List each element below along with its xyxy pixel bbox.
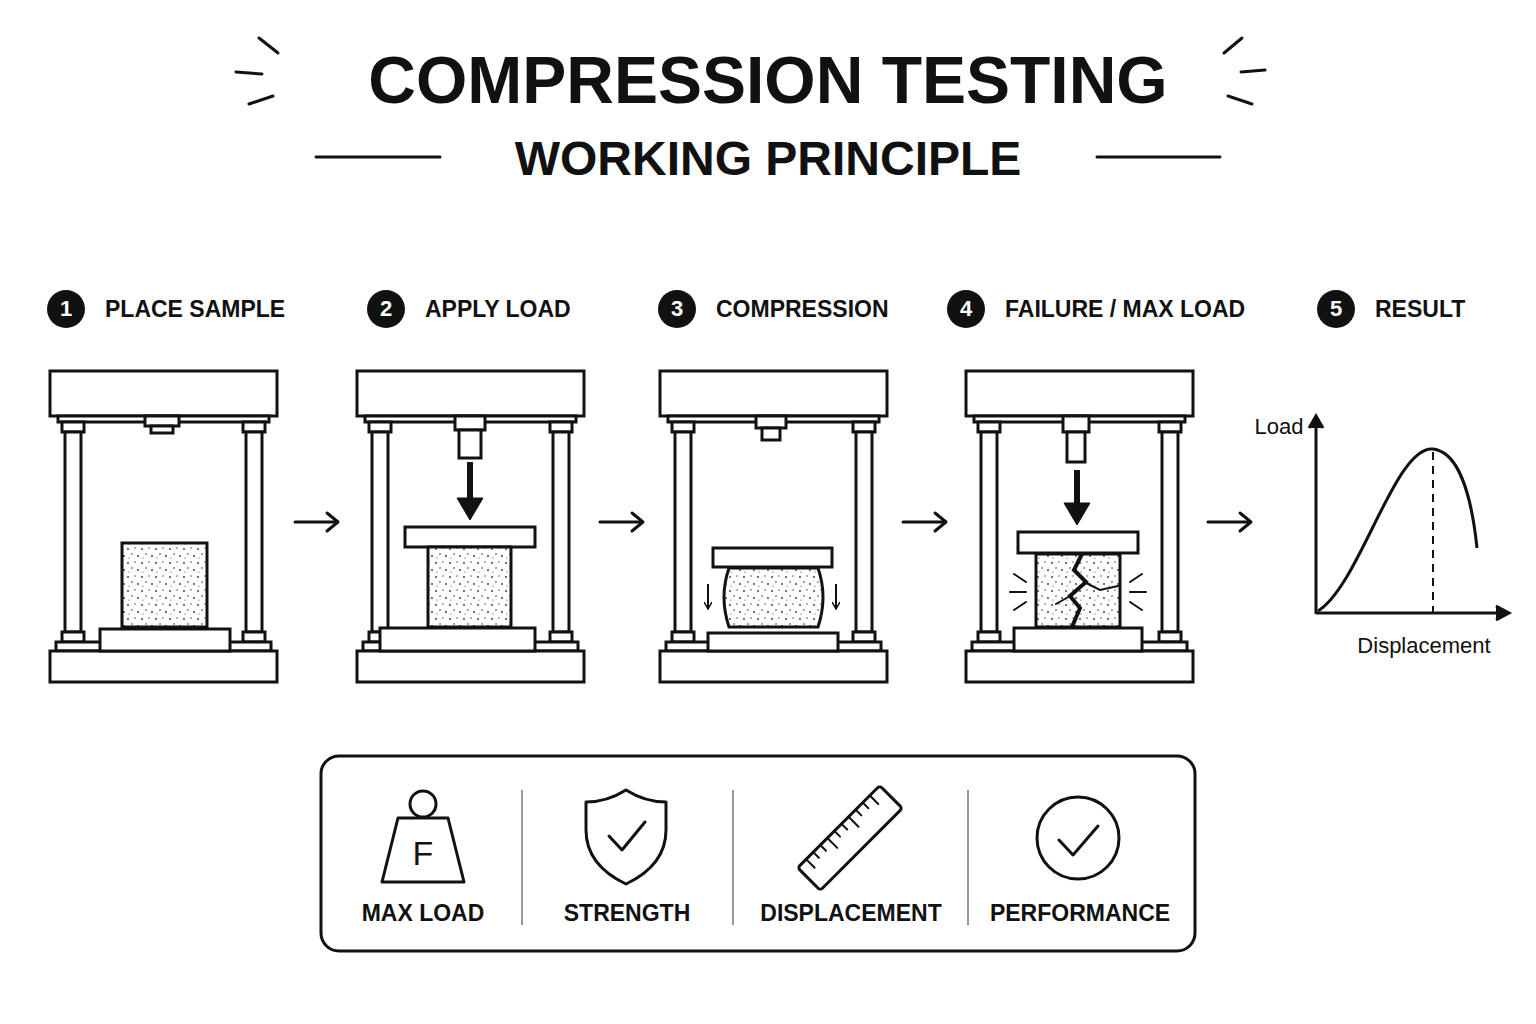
step-number: 1	[47, 290, 85, 328]
step-heading: COMPRESSION	[716, 296, 889, 323]
step-number-circle: 4FAILURE / MAX LOAD	[947, 290, 985, 328]
step-heading: PLACE SAMPLE	[105, 296, 285, 323]
step-heading: FAILURE / MAX LOAD	[1005, 296, 1245, 323]
icon-label: DISPLACEMENT	[760, 900, 941, 927]
step-number-circle: 2APPLY LOAD	[367, 290, 405, 328]
step-number-circle: 3COMPRESSION	[658, 290, 696, 328]
axis-label: Load	[1255, 414, 1304, 440]
axis-label: Displacement	[1357, 633, 1490, 659]
icon-label: STRENGTH	[564, 900, 691, 927]
subtitle: WORKING PRINCIPLE	[515, 131, 1022, 186]
weight-symbol: F	[413, 834, 434, 873]
step-number: 2	[367, 290, 405, 328]
step-number-circle: 1PLACE SAMPLE	[47, 290, 85, 328]
step-number: 4	[947, 290, 985, 328]
icon-label: MAX LOAD	[362, 900, 485, 927]
icon-label: PERFORMANCE	[990, 900, 1170, 927]
step-number-circle: 5RESULT	[1317, 290, 1355, 328]
step-number: 3	[658, 290, 696, 328]
step-heading: RESULT	[1375, 296, 1465, 323]
title: COMPRESSION TESTING	[368, 42, 1167, 118]
step-heading: APPLY LOAD	[425, 296, 571, 323]
step-number: 5	[1317, 290, 1355, 328]
